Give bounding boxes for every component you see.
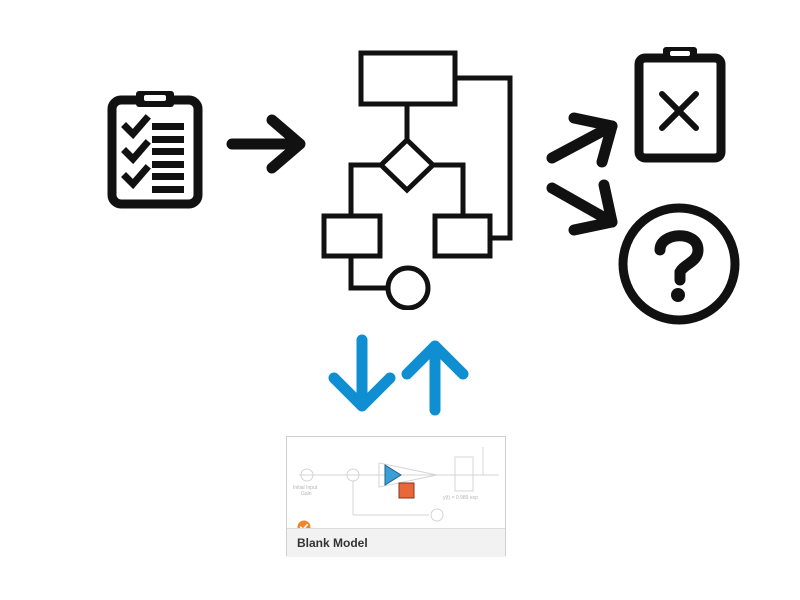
model-card-label: Blank Model: [297, 536, 368, 550]
preview-text-equation: y(t) = 0.989 exp: [443, 495, 478, 501]
preview-orange-block: [398, 482, 415, 499]
down-arrow-icon: [328, 334, 396, 412]
preview-text-gain: Gain: [301, 491, 312, 497]
model-preview: Initial Input Gain y(t) = 0.989 exp: [293, 447, 499, 522]
right-arrow-icon: [226, 114, 306, 174]
down-right-arrow-icon: [546, 179, 618, 236]
flowchart-icon: [321, 50, 513, 310]
question-circle-icon: [618, 203, 740, 325]
clipboard-cancel-icon: [634, 47, 726, 163]
preview-gain-block: [384, 464, 402, 486]
model-card-footer: Blank Model: [287, 528, 505, 557]
blank-model-card[interactable]: Initial Input Gain y(t) = 0.989 exp Blan…: [286, 436, 506, 557]
up-right-arrow-icon: [546, 112, 618, 168]
up-arrow-icon: [401, 340, 469, 416]
clipboard-checklist-icon: [107, 91, 203, 209]
preview-text-initial-input: Initial Input: [293, 485, 318, 491]
